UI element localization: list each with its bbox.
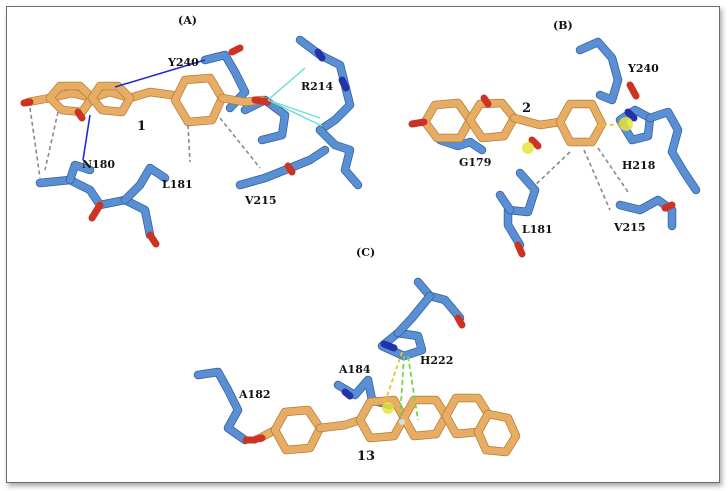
label-c-h222: H222	[420, 354, 453, 367]
label-b-g179: G179	[459, 156, 491, 169]
panel-b: (B) 2 Y240 G179 H218 L181 V215	[408, 19, 701, 258]
panel-b-compound-number: 2	[522, 101, 531, 116]
label-a-r214: R214	[301, 80, 333, 93]
label-b-h218: H218	[622, 159, 656, 172]
panel-b-tag: (B)	[553, 19, 573, 32]
label-a-l181: L181	[162, 178, 193, 191]
label-a-y240: Y240	[167, 56, 199, 69]
panel-b-ligand	[408, 94, 607, 150]
panel-c-ligand	[252, 393, 521, 457]
panel-a-residues	[35, 35, 363, 248]
panel-c-interactions	[382, 351, 419, 425]
panel-c-compound-number: 13	[357, 449, 375, 464]
label-b-l181: L181	[522, 223, 553, 236]
label-b-y240: Y240	[627, 62, 659, 75]
panel-b-interactions	[522, 117, 633, 211]
label-a-v215: V215	[244, 194, 277, 207]
label-c-a184: A184	[338, 363, 371, 376]
panel-c-tag: (C)	[356, 246, 375, 259]
label-c-a182: A182	[238, 388, 271, 401]
label-b-v215: V215	[613, 221, 646, 234]
panel-a-ligand	[20, 73, 272, 127]
panel-a-tag: (A)	[178, 14, 197, 27]
figure-frame	[6, 6, 720, 483]
panel-c: (C) 13 H222 A184 A182	[193, 246, 521, 464]
panel-a-interactions	[29, 59, 323, 179]
label-a-n180: N180	[82, 158, 115, 171]
panel-a: (A) 1 Y240 R214 N180 L181 V215	[20, 14, 363, 248]
panel-a-compound-number: 1	[137, 119, 146, 134]
